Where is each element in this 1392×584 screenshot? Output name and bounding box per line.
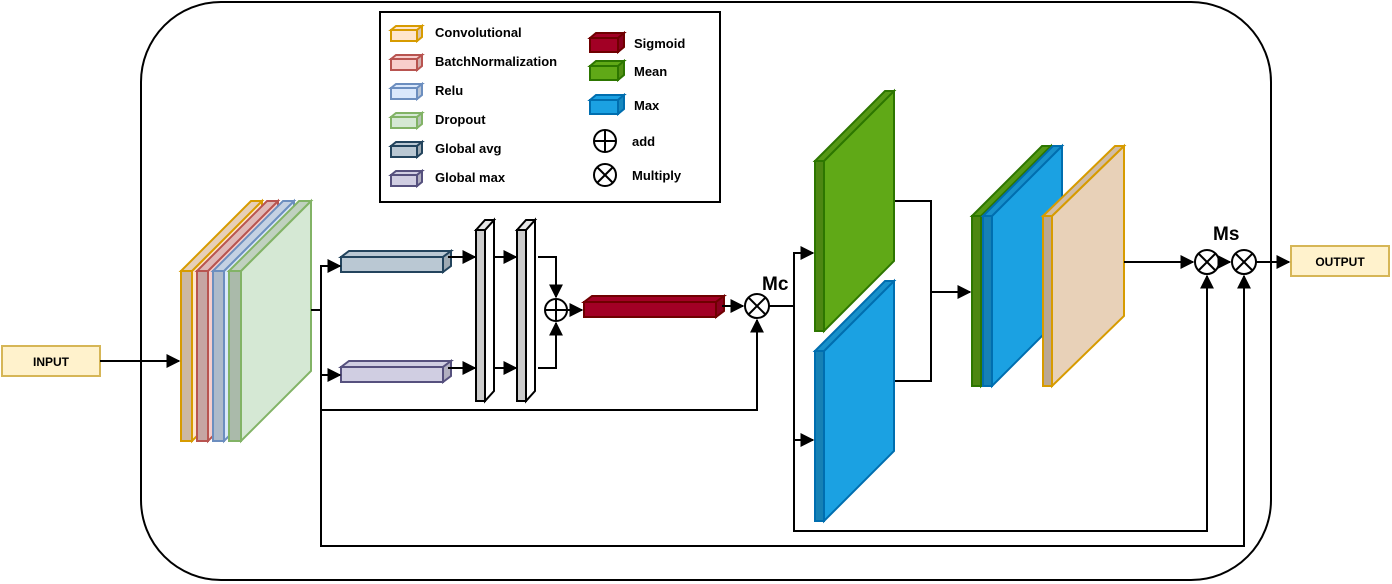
input-label: INPUT [33,355,70,369]
legend-swatch-max [587,92,627,117]
output-box [1290,245,1390,277]
legend-frame [379,11,721,203]
legend-label: Global avg [435,141,502,156]
mc-label: Mc [762,274,789,295]
legend-label: Max [634,98,660,113]
legend-swatch-dropout [388,110,425,131]
channel-mean-plane [812,88,897,334]
legend-label: Global max [435,170,506,185]
mc-multiply-node [744,293,770,319]
legend-label: BatchNormalization [435,54,557,69]
add-node [544,298,568,322]
legend-swatch-sigmoid [587,30,627,55]
legend-swatch-relu [388,81,425,102]
max-plane-shape [812,278,897,524]
legend-label: Sigmoid [634,36,685,51]
legend-swatch-mean [587,58,627,83]
legend: ConvolutionalBatchNormalizationReluDropo… [379,11,721,203]
ms-label: Ms [1213,224,1239,245]
output-label: OUTPUT [1315,255,1365,269]
feature-extractor-stack [178,198,314,444]
global-avg-bar [338,249,454,274]
legend-label: Mean [634,64,667,79]
input-box [1,345,101,377]
global-pooling-bars [338,249,454,384]
ms-multiply-node-2 [1231,249,1257,275]
shared-mlp-layers [473,217,538,404]
legend-label: Relu [435,83,463,98]
channel-max-plane [812,278,897,524]
legend-label: add [632,134,655,149]
mlp-layer-2 [514,217,538,404]
ms-multiply-node-1 [1194,249,1220,275]
sigmoid-bar [581,294,727,319]
spatial-conv-plane [1040,143,1127,389]
dropout-layer [226,198,314,444]
legend-swatch-batchnormalization [388,52,425,73]
mean-plane-shape [812,88,897,334]
legend-swatch-global-avg [388,139,425,160]
global-max-bar [338,359,454,384]
legend-swatch-convolutional [388,23,425,44]
legend-multiply-symbol [593,163,617,187]
spatial-conv-shape [1040,143,1127,389]
legend-add-symbol [593,129,617,153]
model-container [140,1,1272,581]
legend-label: Multiply [632,168,682,183]
legend-label: Convolutional [435,25,522,40]
sigmoid-bar-shape [581,294,727,319]
legend-swatch-global-max [388,168,425,189]
connections [100,200,1291,547]
mlp-layer-1 [473,217,497,404]
legend-label: Dropout [435,112,486,127]
